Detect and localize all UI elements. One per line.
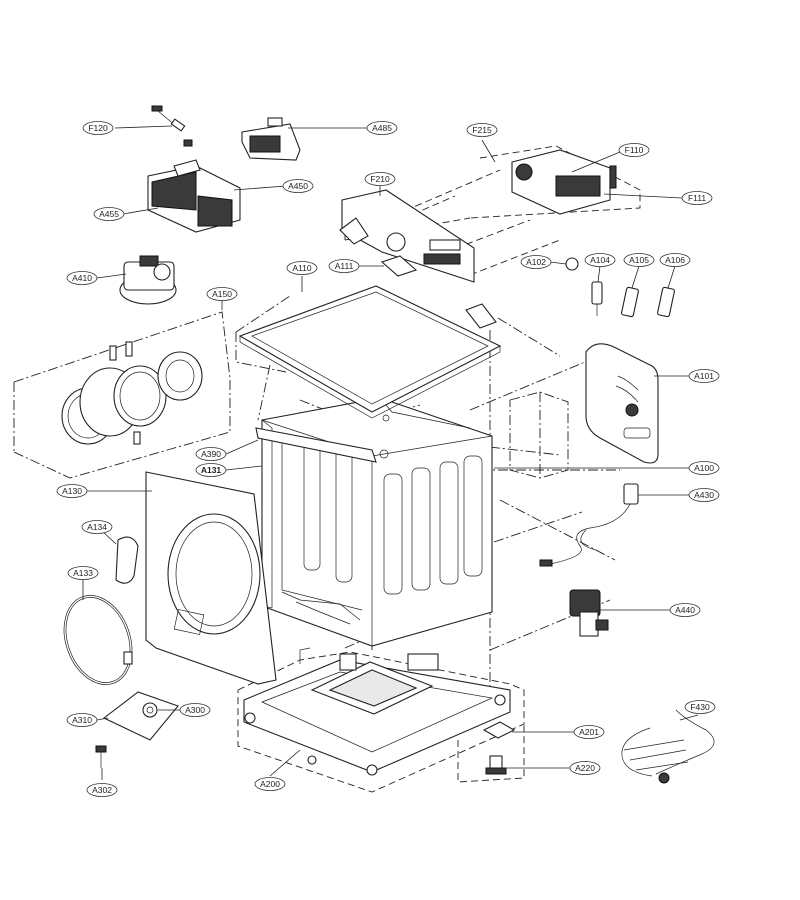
- part-valves-a104-a106: [591, 281, 675, 318]
- callout-a390: A390: [195, 447, 227, 461]
- callout-a100: A100: [688, 461, 720, 475]
- callout-a220-text: A220: [575, 763, 595, 773]
- callout-a455: A455: [93, 207, 125, 221]
- part-top-plate: [238, 285, 502, 419]
- part-detergent-box-a450: [147, 159, 241, 233]
- callout-a220: A220: [569, 761, 601, 775]
- callout-a200: A200: [254, 777, 286, 791]
- callout-a450: A450: [282, 179, 314, 193]
- callout-f110: F110: [618, 143, 650, 157]
- part-hose-f430: [621, 709, 715, 784]
- callout-a201: A201: [573, 725, 605, 739]
- callout-a130: A130: [56, 484, 88, 498]
- callout-a430: A430: [688, 488, 720, 502]
- callout-a102: A102: [520, 255, 552, 269]
- part-door-assembly: [61, 341, 203, 445]
- callout-a100-text: A100: [694, 463, 714, 473]
- callout-f111-text: F111: [688, 193, 706, 203]
- part-front-panel: [145, 471, 277, 685]
- part-pcb-f110: [511, 149, 617, 215]
- callout-a300: A300: [179, 703, 211, 717]
- callout-f215-text: F215: [472, 125, 492, 135]
- callout-f210-text: F210: [370, 174, 390, 184]
- callout-a134-text: A134: [87, 522, 107, 532]
- callout-a201-text: A201: [579, 727, 599, 737]
- callout-a150: A150: [206, 287, 238, 301]
- callout-a104-text: A104: [590, 255, 610, 265]
- callout-a485: A485: [366, 121, 398, 135]
- callout-f430: F430: [684, 700, 716, 714]
- callout-a110-text: A110: [292, 263, 311, 273]
- leader-lines: [82, 125, 699, 780]
- part-door-hinge-a134: [115, 536, 139, 584]
- callout-a104: A104: [584, 253, 616, 267]
- callout-a105-text: A105: [629, 255, 649, 265]
- callout-f111: F111: [681, 191, 713, 205]
- callout-f215: F215: [466, 123, 498, 137]
- callout-a150-text: A150: [212, 289, 232, 299]
- callout-f110-text: F110: [625, 145, 644, 155]
- part-knob-a102: [565, 257, 579, 271]
- callout-a133-text: A133: [73, 568, 93, 578]
- callout-a310-text: A310: [72, 715, 92, 725]
- callout-a455-text: A455: [99, 209, 119, 219]
- callout-a450-text: A450: [288, 181, 308, 191]
- callout-a485-text: A485: [372, 123, 392, 133]
- callout-a111-text: A111: [335, 261, 354, 271]
- part-power-cord-a430: [539, 483, 639, 567]
- part-screw-a302: [95, 745, 107, 768]
- callout-a130-text: A130: [62, 486, 82, 496]
- callout-a300-text: A300: [185, 705, 205, 715]
- callout-a102-text: A102: [526, 257, 546, 267]
- part-door-seal-a133: [63, 595, 133, 685]
- callout-a430-text: A430: [694, 490, 714, 500]
- callout-a133: A133: [67, 566, 99, 580]
- part-base: [243, 647, 511, 776]
- part-display-a485: [241, 117, 301, 161]
- callout-a105: A105: [623, 253, 655, 267]
- callout-a101: A101: [688, 369, 720, 383]
- callout-a131: A131: [195, 463, 227, 477]
- part-side-cover-a101: [585, 343, 659, 464]
- part-cabinet: [255, 397, 493, 647]
- callout-f430-text: F430: [690, 702, 710, 712]
- part-foot-a201-a220: [482, 721, 516, 775]
- callout-a390-text: A390: [201, 449, 221, 459]
- callout-a302-text: A302: [92, 785, 112, 795]
- callout-a134: A134: [81, 520, 113, 534]
- callout-f210: F210: [364, 172, 396, 186]
- callout-a302: A302: [86, 783, 118, 797]
- callout-a106: A106: [659, 253, 691, 267]
- callout-a440: A440: [669, 603, 701, 617]
- part-control-panel-f210: [339, 189, 475, 283]
- part-drain-door-a300: [102, 691, 179, 741]
- callout-a110: A110: [286, 261, 318, 275]
- part-sensor-f120: [151, 105, 193, 147]
- callout-a106-text: A106: [665, 255, 685, 265]
- callout-a131-text: A131: [201, 465, 222, 475]
- callout-a310: A310: [66, 713, 98, 727]
- callout-a101-text: A101: [694, 371, 714, 381]
- part-pump-a410: [119, 255, 177, 305]
- callout-a410-text: A410: [72, 273, 92, 283]
- callout-a200-text: A200: [260, 779, 280, 789]
- part-motor-a440: [569, 589, 609, 637]
- callout-a440-text: A440: [675, 605, 695, 615]
- part-hinge-a111: [380, 255, 497, 329]
- callout-f120-text: F120: [88, 123, 108, 133]
- callout-a111: A111: [328, 259, 360, 273]
- callout-a410: A410: [66, 271, 98, 285]
- callout-f120: F120: [82, 121, 114, 135]
